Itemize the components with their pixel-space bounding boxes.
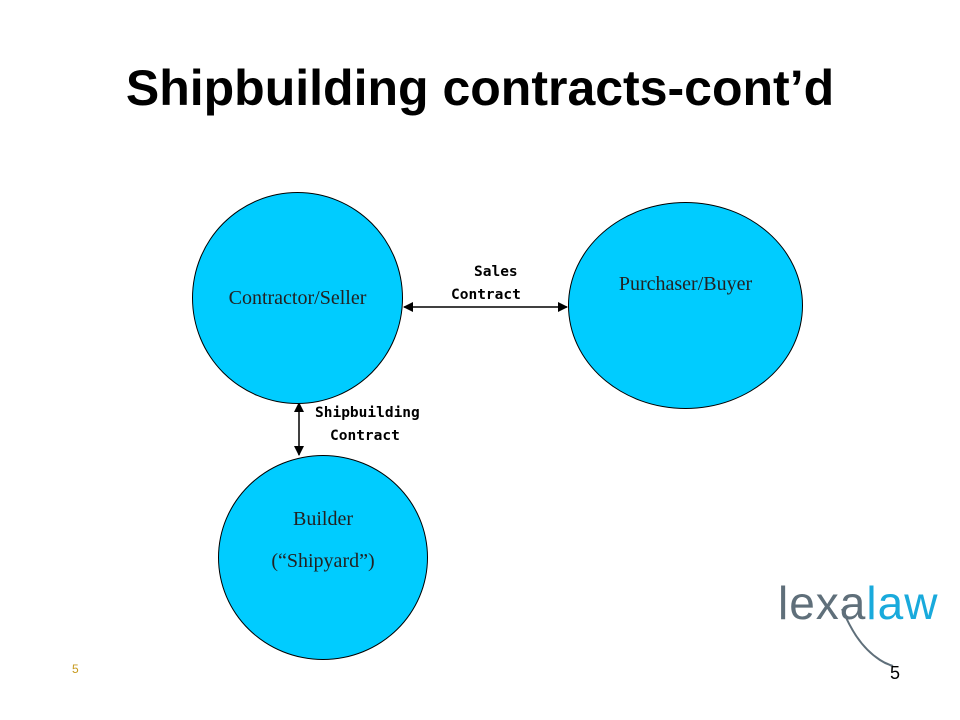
page-number-right: 5 <box>890 663 901 683</box>
contractor-seller-label: Contractor/Seller <box>228 287 367 309</box>
contractor-seller-node: Contractor/Seller <box>192 192 403 404</box>
page-number-left: 5 <box>72 662 79 676</box>
shipbuilding-contract-label-line1: Shipbuilding <box>315 405 420 421</box>
purchaser-buyer-label: Purchaser/Buyer <box>618 273 753 295</box>
logo-text-lexa: lexa <box>778 577 867 629</box>
shipbuilding-contract-label-line2: Contract <box>330 428 400 444</box>
sales-contract-label-line1: Sales <box>474 264 518 280</box>
builder-node: Builder (“Shipyard”) <box>218 455 428 660</box>
shipyard-label: (“Shipyard”) <box>271 550 375 572</box>
lexalaw-logo: lexalaw <box>778 580 938 626</box>
slide-title: Shipbuilding contracts-cont’d <box>125 60 835 116</box>
sales-contract-label-line2: Contract <box>451 287 521 303</box>
logo-swoosh-icon <box>841 608 894 667</box>
builder-label: Builder <box>293 508 353 530</box>
purchaser-buyer-node: Purchaser/Buyer <box>568 202 803 409</box>
logo-text-law: law <box>866 577 939 629</box>
